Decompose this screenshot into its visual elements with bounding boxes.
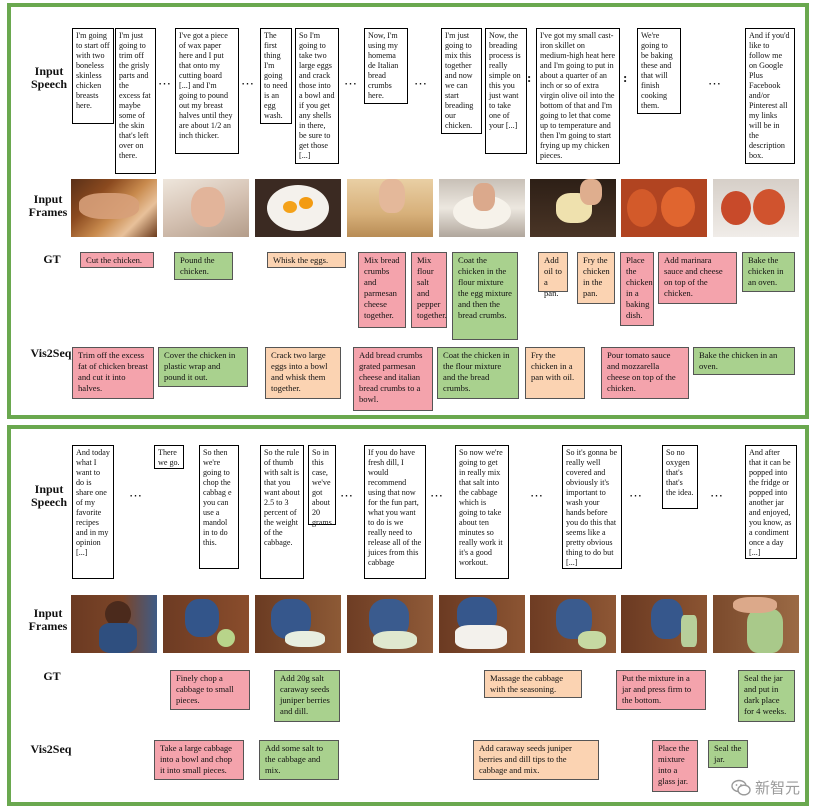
- gt-step: Fry the chicken in the pan.: [577, 252, 615, 304]
- video-frame-cabbage: [163, 595, 249, 653]
- speech-box: So now we're going to get in really mix …: [455, 445, 509, 579]
- gt-step: Add 20g salt caraway seeds juniper berri…: [274, 670, 340, 722]
- gt-step: Add oil to a pan.: [538, 252, 568, 298]
- speech-box: Now, the breading process is really simp…: [485, 28, 527, 154]
- vis2seq-label: Vis2Seq: [30, 346, 72, 360]
- speech-box: So then we're going to chop the cabbag e…: [199, 445, 239, 569]
- speech-box: There we go.: [154, 445, 184, 469]
- speech-box: I've got my small cast-iron skillet on m…: [536, 28, 620, 164]
- gt-step: Add marinara sauce and cheese on top of …: [658, 252, 737, 304]
- ellipsis: ⋯: [530, 488, 545, 503]
- speech-box: The first thing I'm going to need is an …: [260, 28, 292, 124]
- chicken-recipe-panel: Input Speech Input Frames GT Vis2Seq I'm…: [7, 3, 809, 419]
- video-frame-jar: [621, 595, 707, 653]
- pred-step: Coat the chicken in the flour mixture an…: [437, 347, 519, 399]
- speech-box: Now, I'm using my homema de Italian brea…: [364, 28, 408, 104]
- speech-box: We're going to be baking these and that …: [637, 28, 681, 114]
- gt-step: Mix flour salt and pepper together.: [411, 252, 447, 328]
- wechat-icon: [731, 779, 751, 796]
- ellipsis: ⋯: [629, 488, 644, 503]
- pred-step: Add bread crumbs grated parmesan cheese …: [353, 347, 433, 411]
- speech-box: So no oxygen that's that's the idea.: [662, 445, 698, 509]
- gt-step: Place the chicken in a baking dish.: [620, 252, 654, 326]
- watermark: 新智元: [731, 777, 800, 798]
- video-frame-salt: [347, 595, 433, 653]
- video-frame-massage: [439, 595, 525, 653]
- pred-step: Cover the chicken in plastic wrap and po…: [158, 347, 248, 387]
- speech-box: I'm just going to trim off the grisly pa…: [115, 28, 156, 174]
- video-frame-mixing: [530, 595, 616, 653]
- video-frame-flour: [439, 179, 525, 237]
- ellipsis: ⋯: [344, 76, 359, 91]
- speech-box: So it's gonna be really well covered and…: [562, 445, 622, 569]
- input-speech-label: Input Speech: [31, 482, 67, 509]
- gt-step: Pound the chicken.: [174, 252, 233, 280]
- input-frames-label: Input Frames: [28, 606, 68, 633]
- gt-step: Bake the chicken in an oven.: [742, 252, 795, 292]
- ellipsis: ⋯: [414, 76, 429, 91]
- speech-box: And if you'd like to follow me on Google…: [745, 28, 795, 164]
- pred-step: Pour tomato sauce and mozzarella cheese …: [601, 347, 689, 399]
- pred-step: Trim off the excess fat of chicken breas…: [72, 347, 154, 399]
- pred-step: Add some salt to the cabbage and mix.: [259, 740, 339, 780]
- speech-box: I've got a piece of wax paper here and I…: [175, 28, 239, 154]
- video-frame-intro: [71, 595, 157, 653]
- pred-step: Add caraway seeds juniper berries and di…: [473, 740, 599, 780]
- pred-step: Take a large cabbage into a bowl and cho…: [154, 740, 244, 780]
- pred-step: Place the mixture into a glass jar.: [652, 740, 698, 792]
- input-frames-label: Input Frames: [28, 192, 68, 219]
- speech-box: I'm going to start off with two boneless…: [72, 28, 114, 124]
- ellipsis: :: [527, 70, 534, 85]
- gt-step: Whisk the eggs.: [267, 252, 346, 268]
- gt-label: GT: [43, 252, 61, 266]
- gt-label: GT: [43, 669, 61, 683]
- gt-step: Seal the jar and put in dark place for 4…: [738, 670, 795, 722]
- watermark-text: 新智元: [754, 779, 800, 797]
- speech-box: And today what I want to do is share one…: [72, 445, 114, 579]
- gt-step: Coat the chicken in the flour mixture th…: [452, 252, 518, 340]
- pred-step: Fry the chicken in a pan with oil.: [525, 347, 585, 399]
- video-frame-pounding: [163, 179, 249, 237]
- video-frame-cutting-board: [71, 179, 157, 237]
- speech-box: So in this case, we've got about 20 gram…: [308, 445, 336, 527]
- ellipsis: ⋯: [340, 488, 355, 503]
- gt-step: Finely chop a cabbage to small pieces.: [170, 670, 250, 710]
- video-frame-sauce: [621, 179, 707, 237]
- video-frame-sealed-jar: [713, 595, 799, 653]
- speech-box: If you do have fresh dill, I would recom…: [364, 445, 426, 579]
- ellipsis: ⋯: [129, 488, 144, 503]
- ellipsis: ⋯: [708, 76, 723, 91]
- speech-box: So the rule of thumb with salt is that y…: [260, 445, 304, 579]
- ellipsis: ⋯: [241, 76, 256, 91]
- video-frame-eggs: [255, 179, 341, 237]
- input-speech-label: Input Speech: [31, 64, 67, 91]
- ellipsis: ⋯: [430, 488, 445, 503]
- pred-step: Bake the chicken in an oven.: [693, 347, 795, 375]
- gt-step: Mix bread crumbs and parmesan cheese tog…: [358, 252, 406, 328]
- speech-box: And after that it can be popped into the…: [745, 445, 797, 559]
- speech-box: I'm just going to mix this together and …: [441, 28, 482, 134]
- pred-step: Seal the jar.: [708, 740, 748, 768]
- video-frame-crumbs: [347, 179, 433, 237]
- gt-step: Massage the cabbage with the seasoning.: [484, 670, 582, 698]
- gt-step: Cut the chicken.: [80, 252, 154, 268]
- speech-box: So I'm going to take two large eggs and …: [295, 28, 339, 164]
- video-frame-chopping: [255, 595, 341, 653]
- ellipsis: :: [623, 70, 630, 85]
- pred-step: Crack two large eggs into a bowl and whi…: [265, 347, 341, 399]
- video-frame-coating: [530, 179, 616, 237]
- video-frame-baking: [713, 179, 799, 237]
- ellipsis: ⋯: [158, 76, 173, 91]
- gt-step: Put the mixture in a jar and press firm …: [616, 670, 706, 710]
- vis2seq-label: Vis2Seq: [30, 742, 72, 756]
- ellipsis: ⋯: [710, 488, 725, 503]
- sauerkraut-recipe-panel: Input Speech Input Frames GT Vis2Seq And…: [7, 425, 809, 806]
